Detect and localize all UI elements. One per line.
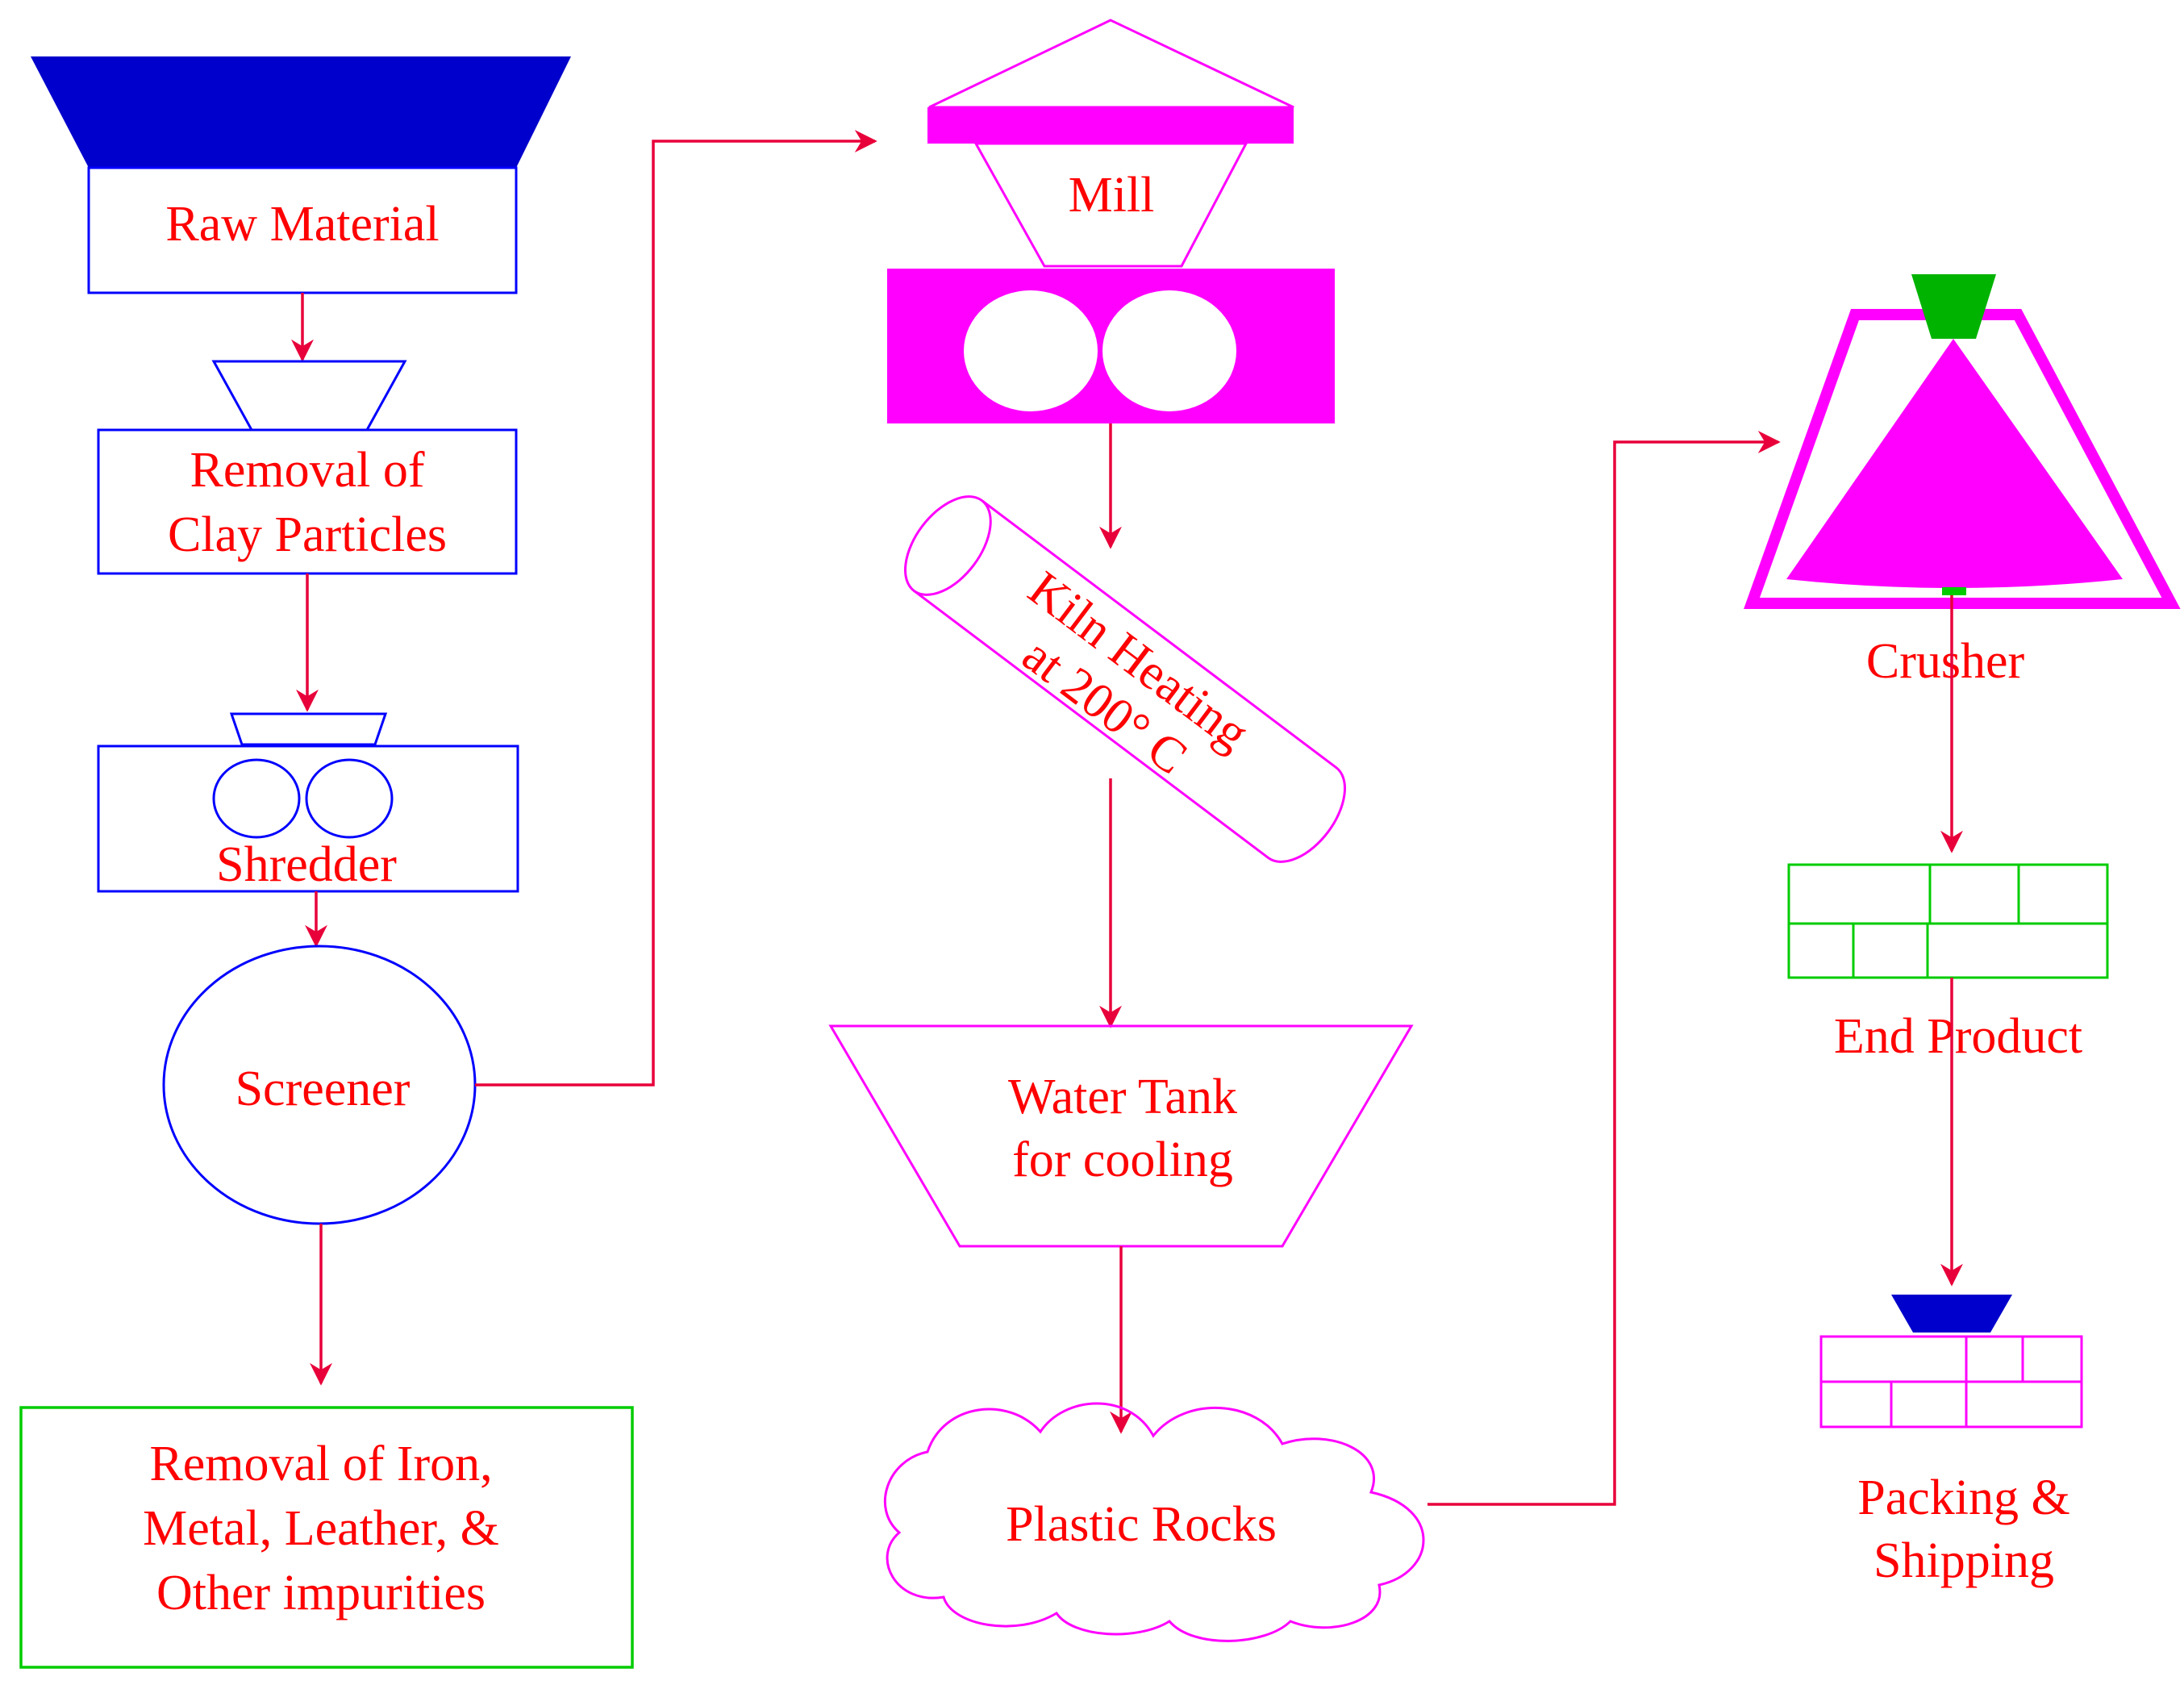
packing-bricks-icon (1819, 1335, 2083, 1428)
screener-node: Screener (162, 945, 477, 1225)
crusher-feed-icon (1911, 274, 1996, 339)
clay-removal-box: Removal of Clay Particles (97, 428, 518, 575)
flow-connector (475, 130, 877, 1086)
impurities-label-2: Metal, Leather, & (143, 1501, 499, 1556)
packing-label-1: Packing & (1857, 1470, 2069, 1525)
end-product-label: End Product (1834, 1009, 2082, 1064)
crusher-node: Crusher (1744, 274, 2181, 689)
clay-removal-hopper-icon (211, 360, 407, 432)
water-tank-label-1: Water Tank (1008, 1070, 1237, 1124)
impurities-label-1: Removal of Iron, (149, 1437, 492, 1491)
end-product-bricks-icon (1787, 863, 2109, 979)
roller-icon (212, 758, 301, 839)
raw-material-hopper-icon (31, 56, 571, 168)
crusher-label: Crusher (1866, 634, 2025, 689)
screener-label: Screener (235, 1061, 411, 1116)
raw-material-label: Raw Material (165, 197, 439, 252)
kiln-cylinder: Kiln Heating at 200° C (904, 495, 1346, 863)
flow-connector (1428, 431, 1781, 1506)
roller-icon (1102, 290, 1236, 411)
shredder-box: Shredder (97, 744, 519, 893)
roller-icon (964, 290, 1098, 411)
packing-label-2: Shipping (1873, 1533, 2054, 1588)
clay-removal-label-2: Clay Particles (168, 507, 447, 562)
plastic-rocks-cloud: Plastic Rocks (884, 1402, 1425, 1642)
impurities-label-3: Other impurities (156, 1566, 486, 1620)
water-tank-label-2: for cooling (1012, 1132, 1233, 1187)
clay-removal-label-1: Removal of (190, 443, 425, 498)
shredder-hopper-icon (229, 712, 388, 746)
roller-icon (305, 758, 394, 839)
mill-label: Mill (1069, 168, 1155, 223)
raw-material-box: Raw Material (87, 166, 518, 294)
plastic-rocks-label: Plastic Rocks (1006, 1497, 1277, 1552)
shredder-label: Shredder (216, 837, 397, 892)
mill-node: Mill (887, 19, 1335, 423)
packing-hopper-icon (1891, 1295, 2012, 1333)
impurities-removal-box: Removal of Iron, Metal, Leather, & Other… (19, 1406, 634, 1669)
water-tank-node: Water Tank for cooling (828, 1024, 1414, 1248)
